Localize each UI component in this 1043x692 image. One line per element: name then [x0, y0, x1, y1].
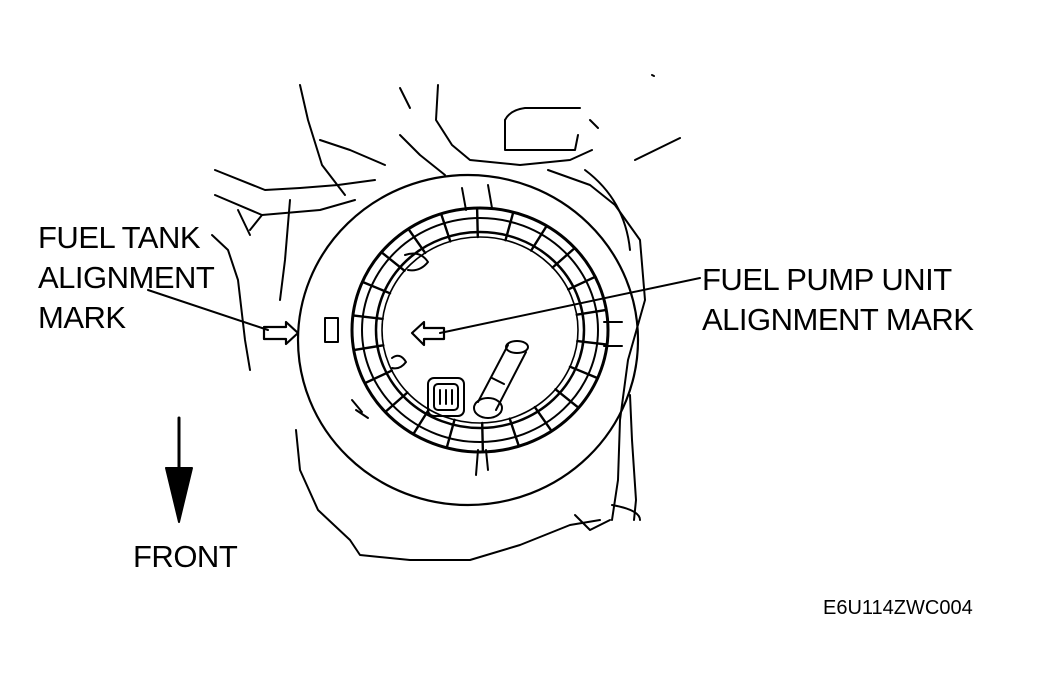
lock-ring-rib — [551, 246, 576, 269]
lock-ring-rib — [576, 339, 609, 346]
lock-ring-rib — [529, 224, 548, 252]
lock-ring-rib — [351, 314, 384, 321]
lock-ring-rib — [439, 212, 452, 243]
fuel-tank-alignment-mark-label: FUEL TANK ALIGNMENT MARK — [38, 218, 215, 338]
lock-ring-rib — [412, 408, 431, 436]
lock-ring-rib — [407, 227, 427, 255]
lock-ring-rib — [568, 365, 599, 380]
lock-ring-rib — [481, 421, 485, 454]
fuel-pump-alignment-mark-label: FUEL PUMP UNIT ALIGNMENT MARK — [702, 260, 974, 340]
lock-ring-rib — [575, 308, 608, 316]
lock-ring-rib — [554, 388, 580, 409]
fuel-tank-label-line-2: ALIGNMENT — [38, 260, 215, 295]
fuel-pump-label-line-1: FUEL PUMP UNIT — [702, 262, 952, 297]
lock-ring-rib — [508, 417, 521, 448]
fuel-tank-label-line-1: FUEL TANK — [38, 220, 201, 255]
fuel-pump-label-line-2: ALIGNMENT MARK — [702, 302, 974, 337]
lock-ring-rib — [361, 280, 392, 295]
front-label: FRONT — [133, 539, 238, 574]
tank-mark-leader-line — [147, 289, 269, 331]
lock-ring-rib — [475, 206, 479, 239]
lock-ring — [324, 184, 623, 476]
lock-ring-rib — [533, 405, 553, 433]
fuel-tank-label-line-3: MARK — [38, 300, 126, 335]
tank-flange-ring — [296, 173, 640, 507]
lock-ring-rib — [352, 344, 385, 352]
lock-ring-rib — [384, 391, 409, 414]
tank-alignment-arrow — [262, 320, 300, 346]
pump-plate-details — [391, 252, 529, 419]
figure-code: E6U114ZWC004 — [823, 597, 973, 619]
front-direction-arrow — [165, 416, 193, 523]
lock-ring-rib — [380, 250, 406, 272]
pump-unit-alignment-arrow — [410, 320, 446, 347]
lock-ring-rib — [445, 418, 456, 449]
lock-ring-rib — [363, 369, 393, 385]
lock-ring-rib — [504, 210, 515, 242]
lock-ring-rib — [567, 275, 597, 291]
pump-mark-leader-line — [439, 277, 701, 334]
tank-body-outline — [211, 74, 681, 561]
